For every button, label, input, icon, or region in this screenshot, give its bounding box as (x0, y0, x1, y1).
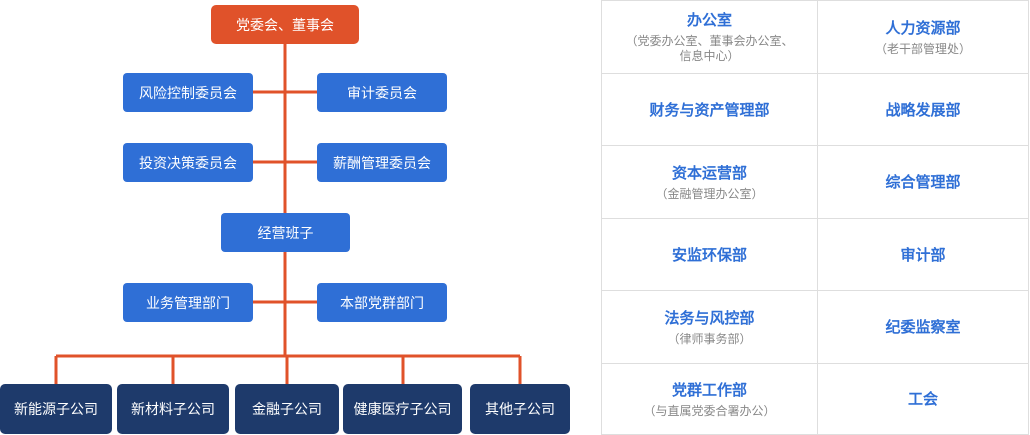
dept-cell: 纪委监察室 (818, 291, 1028, 364)
committee-risk-control: 风险控制委员会 (123, 73, 253, 112)
dept-name: 纪委监察室 (885, 318, 961, 336)
dept-name: 办公室 (686, 11, 732, 29)
dept-name: 财务与资产管理部 (649, 100, 770, 119)
subsidiary-new-energy: 新能源子公司 (0, 384, 112, 434)
business-departments: 业务管理部门 (123, 283, 253, 322)
dept-name: 审计部 (900, 245, 946, 264)
dept-name: 工会 (907, 390, 938, 408)
committee-audit: 审计委员会 (317, 73, 447, 112)
dept-name: 战略发展部 (885, 100, 961, 119)
dept-cell: 办公室 （党委办公室、董事会办公室、信息中心） (602, 1, 818, 74)
dept-note: （律师事务部） (667, 331, 752, 346)
subsidiary-other: 其他子公司 (470, 384, 570, 434)
dept-cell: 安监环保部 (602, 219, 818, 291)
dept-name: 资本运营部 (671, 163, 747, 182)
dept-note: （党委办公室、董事会办公室、信息中心） (625, 34, 794, 63)
dept-cell: 综合管理部 (818, 146, 1028, 219)
subsidiary-new-materials: 新材料子公司 (117, 384, 229, 434)
dept-cell: 战略发展部 (818, 74, 1028, 146)
dept-cell: 人力资源部 （老干部管理处） (818, 1, 1028, 74)
dept-name: 综合管理部 (885, 173, 961, 191)
dept-cell: 党群工作部 （与直属党委合署办公） (602, 364, 818, 434)
dept-note: （与直属党委合署办公） (643, 403, 776, 418)
dept-name: 党群工作部 (671, 380, 747, 399)
dept-note: （老干部管理处） (874, 41, 971, 56)
dept-cell: 法务与风控部 （律师事务部） (602, 291, 818, 364)
dept-name: 人力资源部 (885, 18, 961, 37)
dept-cell: 财务与资产管理部 (602, 74, 818, 146)
committee-investment: 投资决策委员会 (123, 143, 253, 182)
subsidiary-health-medical: 健康医疗子公司 (343, 384, 462, 434)
dept-cell: 资本运营部 （金融管理办公室） (602, 146, 818, 219)
department-grid: 办公室 （党委办公室、董事会办公室、信息中心） 人力资源部 （老干部管理处） 财… (601, 0, 1029, 435)
dept-name: 法务与风控部 (664, 308, 755, 327)
committee-compensation: 薪酬管理委员会 (317, 143, 447, 182)
management-team: 经营班子 (221, 213, 350, 252)
subsidiary-finance: 金融子公司 (235, 384, 339, 434)
dept-name: 安监环保部 (671, 245, 747, 264)
top-node-party-board: 党委会、董事会 (211, 5, 359, 44)
party-departments: 本部党群部门 (317, 283, 447, 322)
dept-note: （金融管理办公室） (655, 186, 764, 201)
dept-cell: 审计部 (818, 219, 1028, 291)
dept-cell: 工会 (818, 364, 1028, 434)
